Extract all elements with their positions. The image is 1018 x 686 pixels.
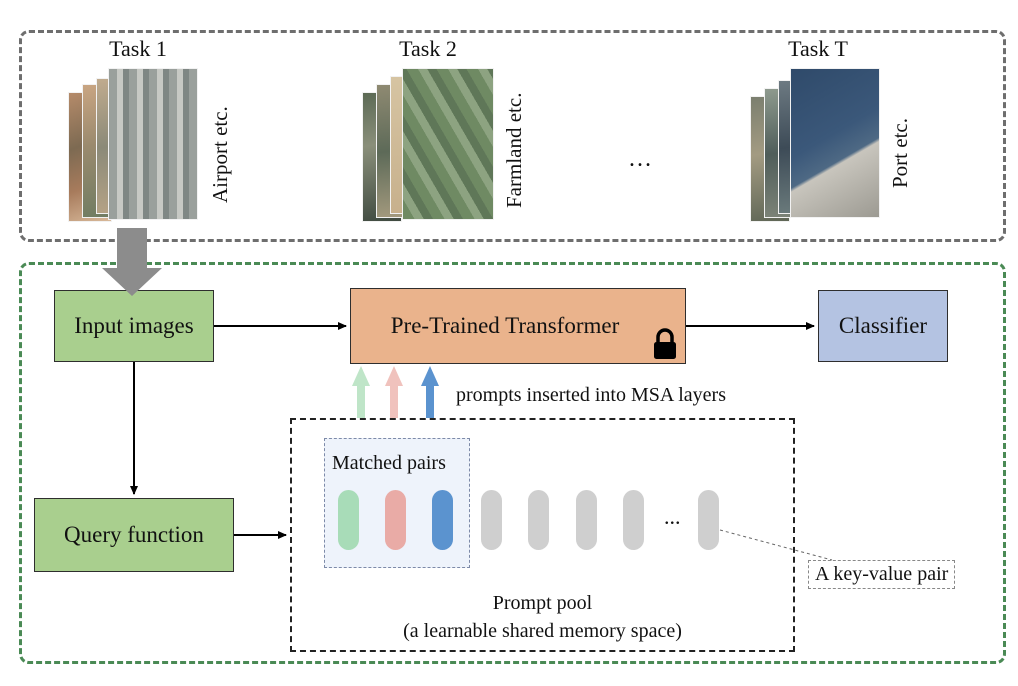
prompts-note: prompts inserted into MSA layers	[456, 384, 726, 406]
key-value-leader-line	[719, 529, 833, 561]
classifier-box: Classifier	[818, 290, 948, 362]
pool-ellipsis: ...	[664, 504, 681, 529]
prompt-key-value-blue	[432, 490, 453, 550]
prompt-key-value-gray	[481, 490, 502, 550]
prompt-key-value-gray	[528, 490, 549, 550]
prompt-key-value-gray	[698, 490, 719, 550]
prompt-pool-title: Prompt pool	[492, 592, 593, 614]
prompt-key-value-red	[385, 490, 406, 550]
prompt-insertion-arrow-green	[352, 366, 370, 418]
method-region	[19, 262, 1006, 664]
prompt-insertion-arrow-red	[385, 366, 403, 418]
prompt-pool-box	[290, 418, 795, 652]
query-function-box: Query function	[34, 498, 234, 572]
prompt-key-value-gray	[623, 490, 644, 550]
prompt-pool-subtitle: (a learnable shared memory space)	[403, 620, 682, 642]
tasks-ellipsis: …	[628, 146, 652, 172]
input-images-box: Input images	[54, 290, 214, 362]
task-t-title: Task T	[788, 36, 848, 61]
task-1-title: Task 1	[109, 36, 167, 61]
pre-trained-transformer-box: Pre-Trained Transformer	[350, 288, 686, 364]
task-2-image-stack	[362, 68, 502, 228]
task-input-arrow	[102, 228, 162, 296]
prompt-key-value-gray	[576, 490, 597, 550]
task-stream-region	[19, 30, 1006, 242]
task-t-image-stack	[750, 68, 890, 228]
task-1-image-stack	[68, 68, 208, 228]
prompt-insertion-arrow-blue	[421, 366, 439, 418]
key-value-pair-callout: A key-value pair	[808, 560, 956, 589]
pre-trained-transformer-label: Pre-Trained Transformer	[390, 313, 620, 338]
lock-icon	[654, 328, 676, 359]
task-2-title: Task 2	[399, 36, 457, 61]
matched-pairs-label: Matched pairs	[332, 452, 446, 474]
prompt-key-value-green	[338, 490, 359, 550]
